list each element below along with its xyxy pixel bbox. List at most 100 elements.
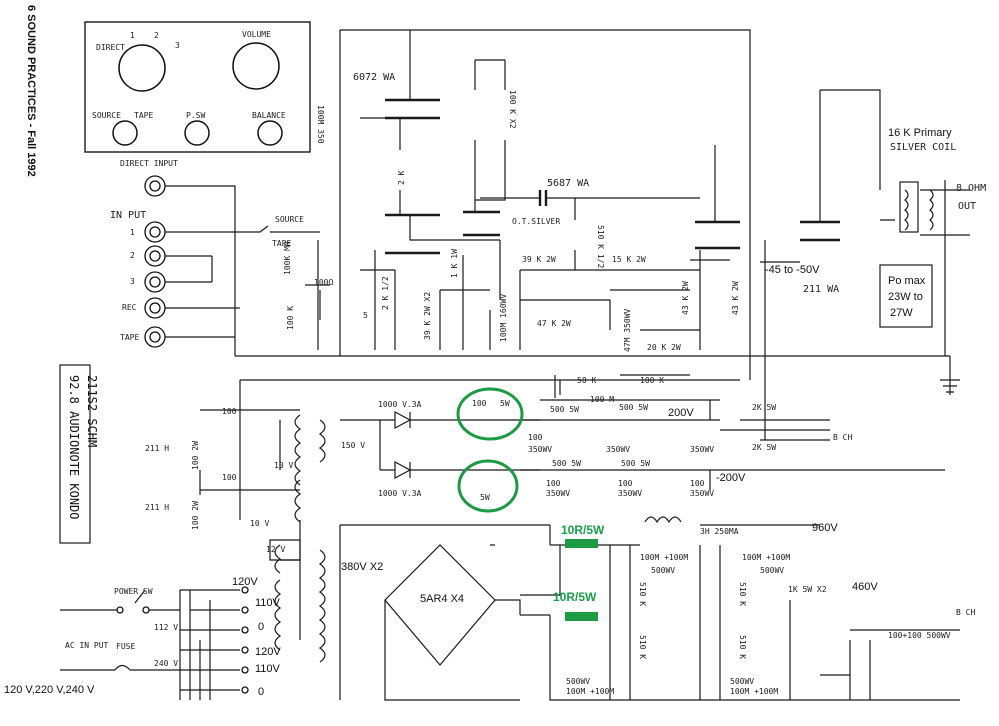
label-r100-top: 100 <box>472 399 487 408</box>
label-c500d: 500WV <box>730 677 754 686</box>
label-d1: 1000 V.3A <box>378 400 422 409</box>
transformer-coils <box>274 414 682 663</box>
label-rec: REC <box>122 303 137 312</box>
wiring <box>235 29 970 441</box>
label-pos3: 3 <box>175 41 180 50</box>
balance-knob <box>257 120 283 146</box>
label-c100m160: 100M 160WV <box>499 294 508 342</box>
label-fuse: FUSE <box>116 642 135 651</box>
source-tape-knob <box>112 120 138 146</box>
label-c100a: 100 <box>528 433 543 442</box>
label-ac-input: AC IN PUT <box>65 641 109 650</box>
label-r47k2w: 47 K 2W <box>537 319 571 328</box>
label-r100m350: 100M 350 <box>316 105 325 144</box>
label-r100kx2: 100 K X2 <box>508 90 517 129</box>
label-c100m: 100 M <box>590 395 614 404</box>
label-r510b: 510 K <box>638 635 647 659</box>
label-12v: 12 V <box>266 545 285 554</box>
diodes <box>394 411 412 479</box>
label-r100-f2: 100 <box>222 473 237 482</box>
label-pos1: 1 <box>130 31 135 40</box>
label-960v: 960V <box>812 522 838 534</box>
label-r510d: 510 K <box>738 635 747 659</box>
label-d2: 1000 V.3A <box>378 489 422 498</box>
label-r2k: 2 K <box>397 170 406 185</box>
label-bch-b: B CH <box>956 608 975 617</box>
mod-ring-top <box>456 387 524 441</box>
label-0-a: 0 <box>258 621 264 633</box>
label-r15k2w: 15 K 2W <box>612 255 646 264</box>
label-source-switch: SOURCE <box>275 215 304 224</box>
power-supply-wiring <box>199 374 960 701</box>
title-line2: 92.8 AUDIONOTE KONDO <box>67 375 81 520</box>
label-source: SOURCE <box>92 111 121 120</box>
front-panel: DIRECT 1 2 3 VOLUME SOURCE TAPE P.SW BAL… <box>84 21 311 153</box>
label-r43k2w-b: 43 K 2W <box>731 281 740 315</box>
label-pomax1: Po max <box>888 275 926 287</box>
label-c100d: 100 <box>690 479 705 488</box>
label-200v: 200V <box>668 407 694 419</box>
label-120v-b: 120V <box>255 646 281 658</box>
input-section: DIRECT INPUT IN PUT 1 2 3 REC TAPE SOURC… <box>110 159 320 356</box>
label-150v: 150 V <box>341 441 365 450</box>
label-balance: BALANCE <box>252 111 286 120</box>
label-direct-input: DIRECT INPUT <box>120 159 178 168</box>
label-r43k2w-a: 43 K 2W <box>681 281 690 315</box>
label-5687: 5687 WA <box>547 178 589 189</box>
label-choke: 3H 250MA <box>700 527 739 536</box>
label-10v-b: 10 V <box>250 519 269 528</box>
label-5ar4: 5AR4 X4 <box>420 593 464 605</box>
label-211h-b: 211 H <box>145 503 169 512</box>
label-380v: 380V X2 <box>341 561 383 573</box>
label-c500a: 500WV <box>651 566 675 575</box>
label-otsilver: O.T.SILVER <box>512 217 560 226</box>
label-r510c: 510 K <box>738 582 747 606</box>
label-c350e: 350WV <box>618 489 642 498</box>
label-c100-100a: 100M +100M <box>640 553 688 562</box>
label-r1k1w: 1 K 1W <box>450 249 459 278</box>
label-bch-a: B CH <box>833 433 852 442</box>
label-c350c: 350WV <box>690 445 714 454</box>
label-r500-b: 500 5W <box>619 403 648 412</box>
label-r100-f1: 100 <box>222 407 237 416</box>
label-volume: VOLUME <box>242 30 271 39</box>
label-c350d: 350WV <box>546 489 570 498</box>
label-tape-jack: TAPE <box>120 333 139 342</box>
volume-knob <box>232 42 280 90</box>
label-r100-2w-a: 100 2W <box>191 441 200 470</box>
label-6072: 6072 WA <box>353 72 395 83</box>
label-r500-a: 500 5W <box>550 405 579 414</box>
label-r39kx2: 39 K 2W X2 <box>423 292 432 340</box>
label-0-b: 0 <box>258 686 264 698</box>
label-r5w-top: 5W <box>500 399 510 408</box>
label-c100-100c: 100M +100M <box>566 687 614 696</box>
label-r20k2w: 20 K 2W <box>647 343 681 352</box>
label-211wa: 211 WA <box>803 284 839 295</box>
component-labels: 100M 350 6072 WA 100 K X2 2 K 100K MN 10… <box>4 72 986 698</box>
label-jack2: 2 <box>130 251 135 260</box>
label-pomax2: 23W to <box>888 291 923 303</box>
label-c100c: 100 <box>618 479 633 488</box>
label-c100-100b: 100M +100M <box>742 553 790 562</box>
side-caption: 6 SOUND PRACTICES - Fall 1992 <box>25 5 37 177</box>
label-c500c: 500WV <box>566 677 590 686</box>
label-in-put: IN PUT <box>110 210 146 221</box>
label-112v: 112 V <box>154 623 178 632</box>
label-r100kmn: 100K MN <box>283 241 292 275</box>
label-out: OUT <box>958 201 976 212</box>
label-r510a: 510 K <box>638 582 647 606</box>
mod-ring-bottom <box>457 459 519 513</box>
label-r510k: 510 K 1/2 <box>596 225 605 269</box>
direct-selector-knob <box>118 44 166 92</box>
label-c350f: 350WV <box>690 489 714 498</box>
label-r2k5w-a: 2K 5W <box>752 403 776 412</box>
label-r100: 100Ω <box>314 278 333 287</box>
label-silver: SILVER COIL <box>890 142 956 153</box>
power-switch-knob <box>184 120 210 146</box>
label-r100-2w-b: 100 2W <box>191 501 200 530</box>
label-c350a: 350WV <box>528 445 552 454</box>
label-211h-a: 211 H <box>145 444 169 453</box>
label-c100-100e: 100+100 500WV <box>888 631 951 640</box>
label-jack1: 1 <box>130 228 135 237</box>
label-c100b: 100 <box>546 479 561 488</box>
